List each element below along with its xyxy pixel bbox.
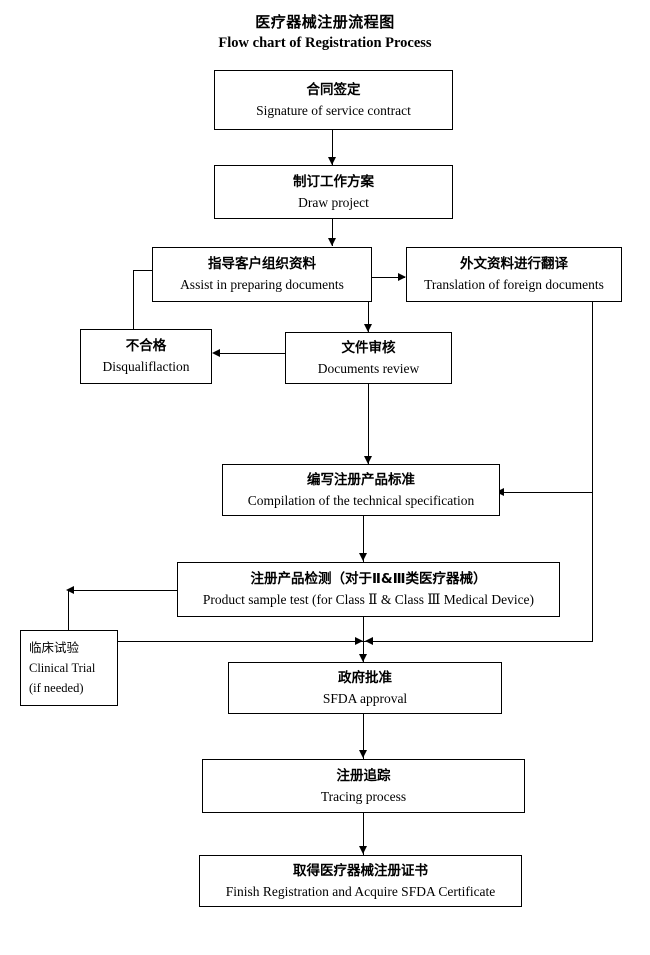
node-assist-documents-label-cn: 指导客户组织资料 <box>208 256 316 272</box>
node-tracing-process-label-cn: 注册追踪 <box>336 767 391 784</box>
arrowhead-junction-to-approval <box>358 654 367 662</box>
node-documents-review-label-cn: 文件审核 <box>341 339 396 356</box>
node-disqualification-label-cn: 不合格 <box>125 338 167 354</box>
node-clinical-trial-label-cn: 临床试验 <box>29 640 80 655</box>
connector-contract-to-project <box>332 130 333 165</box>
node-disqualification[interactable]: 不合格 Disqualiflaction <box>80 329 212 384</box>
title-english: Flow chart of Registration Process <box>218 35 432 51</box>
node-translation-label-cn: 外文资料进行翻译 <box>460 256 568 272</box>
node-sfda-approval-label-cn: 政府批准 <box>338 669 392 686</box>
node-sample-test[interactable]: 注册产品检测（对于Ⅱ&Ⅲ类医疗器械） Product sample test (… <box>177 562 560 617</box>
node-compilation-label-cn: 编写注册产品标准 <box>307 471 415 488</box>
node-translation[interactable]: 外文资料进行翻译 Translation of foreign document… <box>406 247 622 302</box>
node-draw-project-label-cn: 制订工作方案 <box>293 173 374 190</box>
connector-junction-to-approval <box>363 641 364 663</box>
node-finish-registration[interactable]: 取得医疗器械注册证书 Finish Registration and Acqui… <box>199 855 522 907</box>
node-clinical-trial-label-en: Clinical Trial <box>29 661 96 675</box>
connector-righttrunk-to-junction <box>363 641 593 642</box>
node-clinical-trial[interactable]: 临床试验 Clinical Trial (if needed) <box>20 630 118 706</box>
arrowhead-contract-to-project <box>327 157 336 165</box>
connector-sampletest-to-junction <box>363 617 364 642</box>
node-documents-review-label-en: Documents review <box>317 360 420 376</box>
connector-translation-right-trunk <box>592 302 593 642</box>
node-translation-label-en: Translation of foreign documents <box>424 277 604 292</box>
node-disqualification-label-en: Disqualiflaction <box>102 359 190 374</box>
node-sample-test-label-en: Product sample test (for Class Ⅱ & Class… <box>202 592 535 607</box>
connector-assist-to-review <box>368 302 369 332</box>
node-sfda-approval[interactable]: 政府批准 SFDA approval <box>228 662 502 714</box>
node-contract-label-en: Signature of service contract <box>256 102 411 118</box>
connector-approval-to-tracing <box>363 714 364 759</box>
connector-project-to-assist <box>332 219 333 246</box>
node-compilation[interactable]: 编写注册产品标准 Compilation of the technical sp… <box>222 464 500 516</box>
arrowhead-clinical-to-junction <box>355 636 363 645</box>
arrowhead-project-to-assist <box>327 238 336 246</box>
node-draw-project-label-en: Draw project <box>298 194 369 210</box>
connector-disqualify-loop-vertical <box>133 270 134 329</box>
connector-sampletest-to-clinical-horizontal <box>68 590 178 591</box>
node-finish-registration-label-cn: 取得医疗器械注册证书 <box>293 862 428 879</box>
arrowhead-review-to-compilation <box>363 456 372 464</box>
node-documents-review[interactable]: 文件审核 Documents review <box>285 332 452 384</box>
node-contract[interactable]: 合同签定 Signature of service contract <box>214 70 453 130</box>
connector-compilation-to-sampletest <box>363 516 364 562</box>
arrowhead-translation-to-compilation <box>496 487 504 496</box>
connector-clinical-to-junction <box>118 641 363 642</box>
node-sample-test-label-cn: 注册产品检测（对于Ⅱ&Ⅲ类医疗器械） <box>250 571 487 587</box>
connector-translation-to-compilation <box>500 492 593 493</box>
arrowhead-compilation-to-sampletest <box>358 553 367 561</box>
arrowhead-approval-to-tracing <box>358 750 367 758</box>
title-chinese: 医疗器械注册流程图 <box>255 13 395 31</box>
node-contract-label-cn: 合同签定 <box>306 81 361 98</box>
arrowhead-review-to-disqualify <box>212 348 220 357</box>
node-compilation-label-en: Compilation of the technical specificati… <box>247 492 475 508</box>
node-clinical-trial-label-note: (if needed) <box>29 681 84 695</box>
connector-disqualify-loop-horizontal <box>133 270 153 271</box>
node-draw-project[interactable]: 制订工作方案 Draw project <box>214 165 453 219</box>
connector-assist-to-translation <box>372 277 405 278</box>
arrowhead-assist-to-review <box>363 324 372 332</box>
connector-sampletest-to-clinical-vertical <box>68 590 69 630</box>
node-sfda-approval-label-en: SFDA approval <box>322 690 408 706</box>
arrowhead-sampletest-to-clinical <box>66 585 74 594</box>
connector-review-to-compilation <box>368 384 369 464</box>
node-finish-registration-label-en: Finish Registration and Acquire SFDA Cer… <box>225 883 496 899</box>
connector-review-to-disqualify <box>218 353 285 354</box>
connector-tracing-to-finish <box>363 813 364 855</box>
arrowhead-tracing-to-finish <box>358 846 367 854</box>
chart-title: 医疗器械注册流程图 Flow chart of Registration Pro… <box>0 12 650 53</box>
node-tracing-process[interactable]: 注册追踪 Tracing process <box>202 759 525 813</box>
arrowhead-righttrunk-to-junction <box>365 636 373 645</box>
node-assist-documents[interactable]: 指导客户组织资料 Assist in preparing documents <box>152 247 372 302</box>
arrowhead-assist-to-translation <box>398 272 406 281</box>
node-assist-documents-label-en: Assist in preparing documents <box>180 277 344 292</box>
node-tracing-process-label-en: Tracing process <box>320 788 407 804</box>
